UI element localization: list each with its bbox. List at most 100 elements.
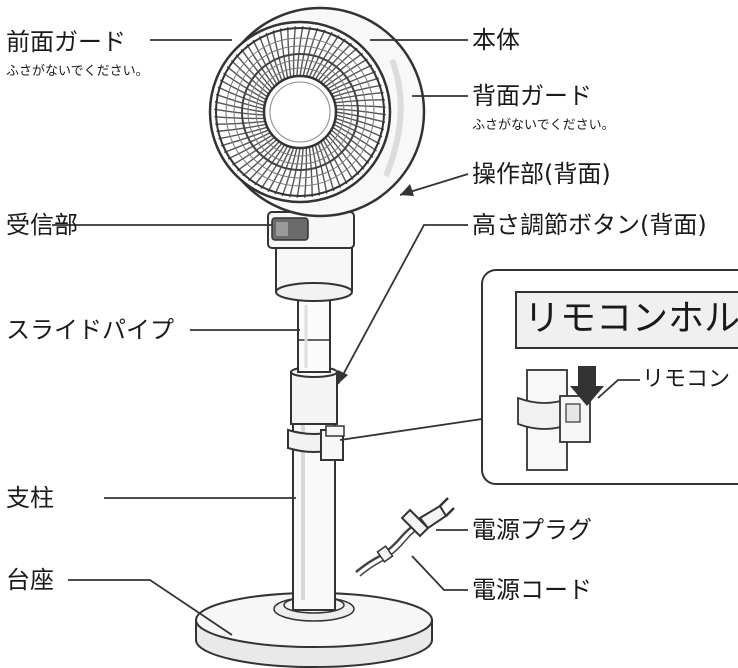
- grille-spoke: [226, 66, 268, 98]
- grille-spoke: [214, 101, 265, 113]
- grille-spoke: [314, 144, 328, 194]
- note-front-guard: ふさがないでください。: [6, 64, 149, 79]
- grille-spoke: [335, 111, 386, 123]
- label-rear-guard: 背面ガード: [472, 82, 592, 110]
- label-control-panel: 操作部(背面): [472, 160, 611, 188]
- grille-spoke: [327, 134, 360, 176]
- grille-spoke: [329, 70, 377, 93]
- grille-spoke: [332, 126, 374, 158]
- grille-spoke: [260, 145, 289, 190]
- inset-remote-label: リモコン: [642, 367, 731, 392]
- grille-ring: [225, 37, 375, 187]
- power-plug-shape: [400, 497, 455, 538]
- label-base: 台座: [6, 566, 54, 594]
- grille-spoke: [308, 31, 333, 78]
- grille-spoke: [311, 145, 321, 196]
- grille-spoke: [272, 30, 286, 80]
- grille-spoke: [254, 144, 286, 186]
- label-receiver: 受信部: [6, 211, 78, 239]
- grille-spoke: [236, 139, 278, 172]
- neck-unit-shape: [267, 211, 355, 302]
- grille-spoke: [214, 108, 265, 116]
- grille-spoke: [223, 131, 271, 154]
- grille-ring: [233, 45, 367, 179]
- grille-spoke: [219, 79, 266, 104]
- grille-spoke: [324, 137, 354, 181]
- remote-holder-shape: [287, 425, 345, 461]
- height-collar-shape: [290, 366, 338, 425]
- grille-spoke: [215, 93, 265, 110]
- grille-spoke: [325, 58, 369, 88]
- grille-spoke: [227, 134, 273, 160]
- grille-spoke: [335, 108, 386, 116]
- grille-spoke: [330, 77, 380, 95]
- grille-spoke: [287, 26, 292, 78]
- label-body: 本体: [472, 26, 520, 54]
- label-power-cord: 電源コード: [472, 576, 592, 604]
- grille-spoke: [330, 129, 370, 165]
- grille-ring: [247, 59, 353, 165]
- grille-spoke: [305, 29, 326, 77]
- grille-spoke: [302, 27, 319, 77]
- grille-spoke: [334, 99, 386, 104]
- grille-spoke: [267, 146, 292, 193]
- grille-spoke: [296, 147, 304, 198]
- grille-spoke: [235, 54, 271, 92]
- inset-title: リモコンホルダ: [524, 298, 738, 339]
- grille-spoke: [333, 91, 384, 101]
- grille-spoke: [252, 39, 278, 85]
- grille-spoke: [335, 104, 386, 108]
- grille-spoke: [289, 147, 301, 198]
- grille-spoke: [334, 120, 381, 145]
- grille-spoke: [265, 32, 283, 82]
- grille-spoke: [242, 141, 280, 177]
- grille-spoke: [296, 26, 304, 77]
- grille-spoke: [335, 114, 385, 131]
- grille-spoke: [258, 35, 281, 83]
- grille-spoke: [335, 117, 383, 138]
- grille-spoke: [320, 47, 358, 83]
- slide-pipe-shape: [297, 299, 331, 373]
- grille-spoke: [329, 132, 365, 170]
- grille-spoke: [220, 129, 270, 147]
- label-slide-pipe: スライドパイプ: [6, 316, 174, 344]
- grille-spoke: [327, 64, 373, 90]
- inset-box: [481, 269, 738, 485]
- label-power-plug: 電源プラグ: [472, 516, 592, 544]
- fan-head-shape: [208, 6, 426, 218]
- grille-spoke: [217, 86, 265, 107]
- grille-spoke: [214, 116, 265, 120]
- grille-spoke: [216, 123, 267, 133]
- grille-spoke: [247, 142, 283, 182]
- note-rear-guard: ふさがないでください。: [472, 118, 615, 133]
- grille-spoke: [317, 42, 353, 82]
- grille-spoke: [292, 26, 296, 77]
- leader-lines: [52, 39, 483, 636]
- grille-spoke: [322, 139, 348, 185]
- grille-spoke: [299, 26, 311, 77]
- grille-spoke: [317, 142, 335, 192]
- grille-spoke: [240, 48, 273, 90]
- grille-spoke: [214, 120, 266, 125]
- grille-spoke: [274, 147, 295, 195]
- grille-spoke: [304, 147, 308, 198]
- grille-spoke: [222, 72, 267, 101]
- label-pole: 支柱: [6, 484, 54, 512]
- label-height-button: 高さ調節ボタン(背面): [472, 211, 707, 239]
- grille-spoke: [279, 28, 289, 79]
- grille-spoke: [333, 123, 378, 152]
- grille-spoke: [230, 59, 270, 95]
- grille-spoke: [322, 52, 364, 85]
- grille-spoke: [231, 136, 275, 166]
- grille-spoke: [319, 141, 342, 189]
- grille-spoke: [246, 43, 276, 87]
- inset-clip-region: リモコンホルダ リモコン: [482, 270, 738, 484]
- grille-spoke: [281, 147, 298, 197]
- grille-spoke: [311, 34, 340, 79]
- grille-ring: [255, 67, 345, 157]
- label-front-guard: 前面ガード: [6, 28, 126, 56]
- leader-arrowheads: [338, 184, 414, 384]
- grille-spoke: [332, 84, 382, 98]
- grille-spoke: [218, 126, 268, 140]
